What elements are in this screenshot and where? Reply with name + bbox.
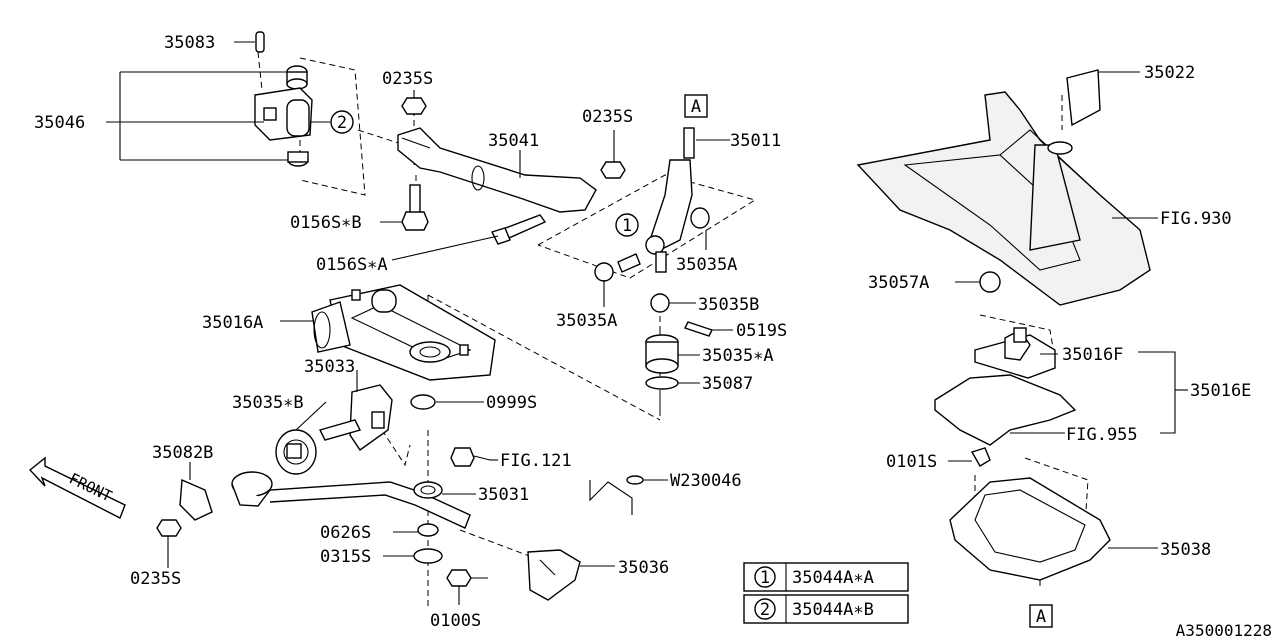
label-35041: 35041: [488, 131, 539, 151]
ref-box-a-top: A: [684, 94, 708, 118]
label-0156s-b: 0156S∗B: [290, 213, 362, 233]
label-fig121: FIG.121: [500, 451, 572, 471]
legend-table: 1 35044A∗A 2 35044A∗B: [743, 562, 909, 624]
shift-housing-35016a: [311, 284, 496, 381]
label-35083: 35083: [164, 33, 215, 53]
label-35035a-left: 35035A: [556, 311, 617, 331]
select-lever-35033: [275, 384, 491, 475]
diagram-id: A350001228: [1176, 621, 1272, 640]
shift-bracket-35046: [254, 31, 313, 167]
label-0156s-a: 0156S∗A: [316, 255, 388, 275]
callout-2: 2: [330, 110, 354, 134]
label-0999s: 0999S: [486, 393, 537, 413]
label-0315s: 0315S: [320, 547, 371, 567]
label-0100s: 0100S: [430, 611, 481, 631]
label-35016a: 35016A: [202, 313, 263, 333]
cover-35038: [949, 477, 1111, 581]
shift-rod-35031: [156, 471, 581, 601]
label-0101s: 0101S: [886, 452, 937, 472]
boot-35016f: [934, 271, 1077, 467]
label-0519s: 0519S: [736, 321, 787, 341]
label-35011: 35011: [730, 131, 781, 151]
svg-text:1: 1: [622, 216, 632, 236]
label-35035-xb: 35035∗B: [232, 393, 304, 413]
label-fig955: FIG.955: [1066, 425, 1138, 445]
label-35057a: 35057A: [868, 273, 929, 293]
label-35035-xa: 35035∗A: [702, 346, 774, 366]
legend-part-2: 35044A∗B: [792, 600, 874, 620]
callout-1: 1: [615, 213, 639, 237]
label-35033: 35033: [304, 357, 355, 377]
label-0626s: 0626S: [320, 523, 371, 543]
legend-part-1: 35044A∗A: [792, 568, 874, 588]
label-35036: 35036: [618, 558, 669, 578]
label-35087: 35087: [702, 374, 753, 394]
legend-num-2: 2: [760, 600, 770, 620]
legend-num-1: 1: [760, 568, 770, 588]
label-35038: 35038: [1160, 540, 1211, 560]
shift-lever-35011: [594, 127, 713, 390]
svg-text:2: 2: [337, 113, 347, 133]
label-35031: 35031: [478, 485, 529, 505]
svg-text:A: A: [1036, 607, 1046, 627]
label-35016e: 35016E: [1190, 381, 1251, 401]
label-w230046: W230046: [670, 471, 742, 491]
label-0235s-top: 0235S: [382, 69, 433, 89]
label-35016f: 35016F: [1062, 345, 1123, 365]
label-35046: 35046: [34, 113, 85, 133]
shift-rod-35041: [397, 97, 626, 245]
label-35082b: 35082B: [152, 443, 213, 463]
label-fig930: FIG.930: [1160, 209, 1232, 229]
label-0235s-bottom: 0235S: [130, 569, 181, 589]
console-fig930: [856, 69, 1151, 306]
label-0235s-right: 0235S: [582, 107, 633, 127]
label-35035a-right: 35035A: [676, 255, 737, 275]
svg-text:A: A: [691, 97, 701, 117]
part-labels: 35083 35046 0235S 35041 0235S 35011 0156…: [34, 33, 1251, 631]
ref-box-a-bottom: A: [1029, 604, 1053, 628]
leader-lines: [106, 41, 1188, 605]
label-35035b: 35035B: [698, 295, 759, 315]
label-35022: 35022: [1144, 63, 1195, 83]
front-arrow: [28, 456, 126, 519]
w230046-clip: [589, 475, 644, 515]
